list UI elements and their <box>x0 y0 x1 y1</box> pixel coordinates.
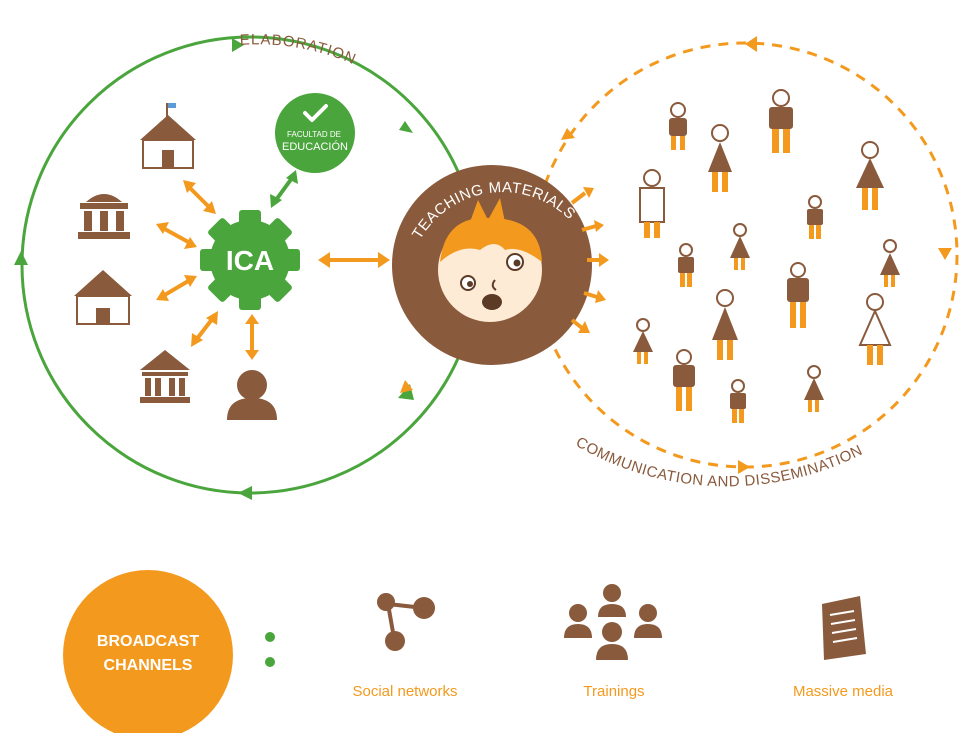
elder-figure <box>639 169 665 238</box>
museum-icon <box>140 350 190 403</box>
broadcast-line2: CHANNELS <box>104 657 193 674</box>
man-figure <box>787 262 809 328</box>
woman-figure <box>708 124 732 192</box>
cycle-arrow-right <box>399 121 413 133</box>
newspaper-icon <box>822 596 866 660</box>
dashed-arrow-right <box>938 248 952 260</box>
broadcast-arrows <box>570 187 609 333</box>
child-figure <box>730 223 750 270</box>
government-building-icon <box>78 194 130 239</box>
dissemination-cycle <box>400 36 959 474</box>
cycle-arrow-top <box>232 38 244 52</box>
teaching-materials-hub: TEACHING MATERIALS <box>392 165 592 365</box>
group-icon <box>564 584 662 660</box>
dashed-arrow-top <box>745 36 757 52</box>
broadcast-line1: BROADCAST <box>97 633 199 650</box>
child-figure <box>804 365 824 412</box>
man-figure <box>673 349 695 411</box>
elaboration-label: ELABORATION <box>239 31 359 68</box>
child-figure <box>730 379 746 423</box>
school-icon <box>140 103 196 169</box>
checkmark-icon <box>303 104 328 122</box>
trainings-item: Trainings <box>564 584 662 700</box>
institution-links <box>156 180 259 360</box>
child-figure <box>880 239 900 287</box>
elder-figure <box>858 293 892 365</box>
audience-group <box>633 89 900 423</box>
woman-figure <box>712 289 738 360</box>
cycle-arrow-bottom <box>238 486 252 500</box>
woman-figure <box>856 141 884 210</box>
communication-label: COMMUNICATION AND DISSEMINATION <box>573 434 865 491</box>
dashed-arrow-bottom <box>738 460 750 474</box>
share-icon <box>377 593 435 651</box>
man-figure <box>769 89 793 153</box>
child-figure <box>807 195 823 239</box>
faculty-line1: FACULTAD DE <box>287 130 341 139</box>
faculty-badge: FACULTAD DE EDUCACIÓN <box>275 93 355 173</box>
dashed-arrow-upper-left <box>561 128 575 140</box>
ica-label: ICA <box>226 245 274 276</box>
massive-media-label: Massive media <box>793 683 894 700</box>
social-networks-label: Social networks <box>352 683 457 700</box>
person-icon <box>227 370 277 420</box>
cycle-arrow-left <box>14 251 28 265</box>
broadcast-channels-badge: BROADCAST CHANNELS <box>63 570 233 733</box>
massive-media-item: Massive media <box>793 596 894 700</box>
faculty-line2: EDUCACIÓN <box>282 140 348 153</box>
ica-gear-icon: ICA <box>200 210 300 310</box>
child-figure <box>633 318 653 364</box>
trainings-label: Trainings <box>583 683 644 700</box>
legend-colon <box>265 632 275 667</box>
man-figure <box>669 102 687 150</box>
child-face-icon <box>438 198 542 322</box>
faculty-link <box>270 170 298 208</box>
house-icon <box>74 270 132 325</box>
ica-hub-link <box>318 252 390 268</box>
social-networks-item: Social networks <box>352 593 458 700</box>
dashed-arrow-lower-left <box>400 380 413 393</box>
child-figure <box>678 243 694 287</box>
